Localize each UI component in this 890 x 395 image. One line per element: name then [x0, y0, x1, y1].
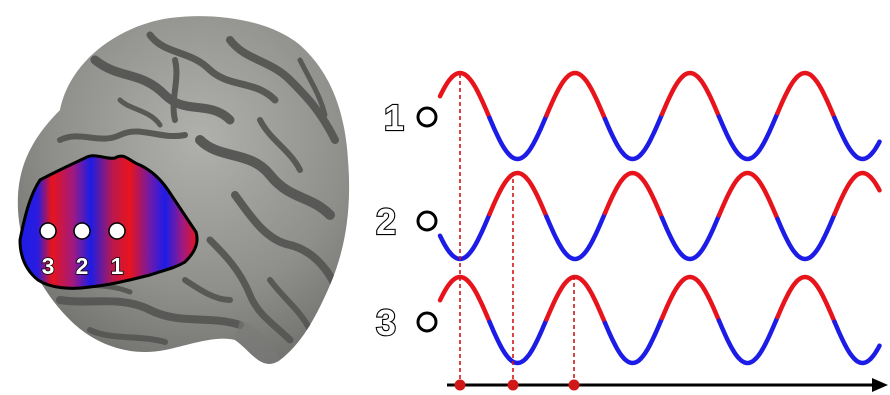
brain-surface-illustration: 3 2 1 — [17, 16, 350, 364]
wave-negative-segment — [602, 315, 665, 366]
electrode-3: 3 — [39, 222, 57, 280]
row-1: 1 — [383, 70, 882, 162]
row-2-label: 2 — [376, 201, 396, 242]
wave-positive-segment — [775, 70, 837, 121]
time-marker-3 — [568, 379, 580, 391]
wave-positive-segment — [544, 70, 608, 122]
activation-patch — [18, 154, 199, 290]
wave-negative-segment — [832, 319, 882, 366]
wave-negative-segment — [659, 213, 722, 262]
wave-negative-segment — [832, 115, 882, 162]
wave-negative-segment — [775, 211, 837, 262]
electrode-2: 2 — [73, 222, 91, 280]
electrode-3-label: 3 — [42, 253, 55, 279]
wave-positive-segment — [602, 170, 665, 221]
wave-positive-segment — [437, 274, 492, 325]
wave-positive-segment — [544, 274, 608, 326]
wave-positive-segment — [487, 170, 549, 219]
wave-negative-segment — [716, 314, 780, 366]
wave-positive-segment — [832, 170, 882, 217]
wave-negative-segment — [487, 317, 549, 366]
row-3-electrode-icon — [416, 311, 438, 333]
row-1-electrode-icon — [416, 106, 438, 128]
row-2: 2 — [375, 170, 882, 262]
row-2-electrode-icon — [416, 210, 438, 232]
time-marker-2 — [507, 379, 519, 391]
row-1-wave — [437, 70, 882, 162]
wave-negative-segment — [602, 111, 665, 162]
time-marker-1 — [454, 379, 466, 391]
axis-arrow-icon — [872, 378, 888, 392]
electrode-2-marker — [73, 222, 91, 240]
electrode-1-label: 1 — [111, 253, 124, 279]
phase-guides — [459, 74, 575, 385]
wave-negative-segment — [487, 113, 549, 162]
wave-negative-segment — [716, 110, 780, 162]
wave-positive-segment — [659, 70, 722, 119]
wave-positive-segment — [437, 70, 492, 121]
wave-positive-segment — [659, 274, 722, 323]
wave-negative-segment — [544, 210, 608, 262]
electrode-1-marker — [108, 222, 126, 240]
row-3-label: 3 — [376, 302, 396, 343]
row-2-wave — [437, 170, 882, 262]
row-3-wave — [437, 274, 882, 366]
row-1-label: 1 — [384, 97, 404, 138]
electrode-2-label: 2 — [76, 253, 89, 279]
wave-positive-segment — [716, 170, 780, 222]
electrode-1: 1 — [108, 222, 126, 280]
row-3: 3 — [375, 274, 882, 366]
electrode-3-marker — [39, 222, 57, 240]
wave-positive-segment — [775, 274, 837, 325]
time-axis — [447, 378, 888, 392]
wave-negative-segment — [437, 211, 492, 262]
